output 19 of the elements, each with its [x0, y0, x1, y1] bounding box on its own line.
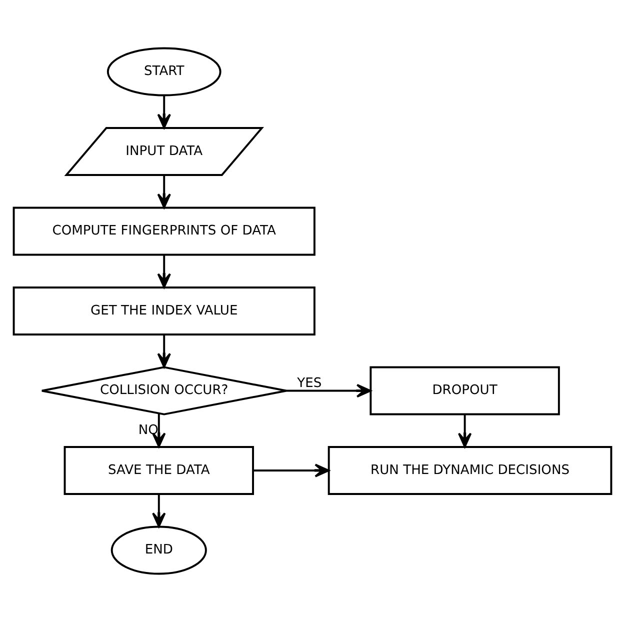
edge-label: YES [297, 375, 322, 390]
arrow [152, 412, 166, 447]
arrow [253, 463, 330, 477]
node-box: DROPOUT [370, 366, 560, 415]
arrow [157, 174, 171, 208]
node-box: COMPUTE FINGERPRINTS OF DATA [12, 206, 316, 256]
arrow [157, 254, 171, 288]
node-diamond: COLLISION OCCUR? [40, 366, 288, 415]
node-box: RUN THE DYNAMIC DECISIONS [328, 445, 612, 494]
edge-label: NO [138, 422, 158, 438]
arrow [458, 414, 472, 448]
arrow [157, 95, 171, 128]
arrow [152, 494, 166, 527]
node-ellipse: END [110, 525, 207, 574]
arrow [157, 334, 171, 368]
node-box: SAVE THE DATA [64, 445, 254, 494]
node-ellipse: START [106, 46, 222, 96]
node-box: GET THE INDEX VALUE [12, 286, 316, 335]
arrow [286, 383, 372, 398]
